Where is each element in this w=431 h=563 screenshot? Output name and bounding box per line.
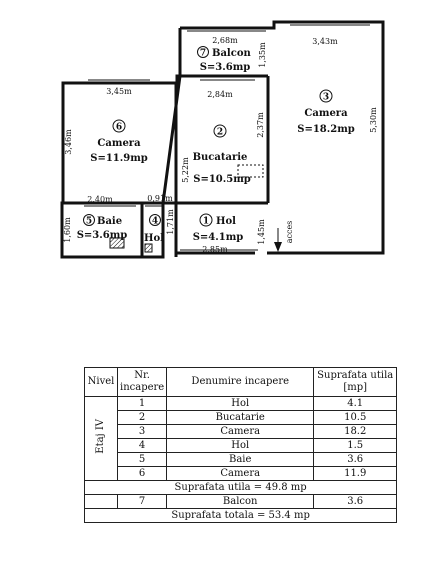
table-row: Etaj IV 1 Hol 4.1 [84, 396, 398, 481]
room-6-camera: 6 Camera S=11.9mp [90, 119, 148, 164]
table-header-row: Nivel Nr. incapere Denumire incapere Sup… [84, 367, 398, 397]
row-denumire: Camera [166, 466, 315, 481]
room-4-hol: 4 Hol [144, 214, 164, 244]
table-row: 6 Camera 11.9 [85, 466, 398, 481]
row-suprafata: 4.1 [313, 396, 398, 411]
svg-text:3: 3 [323, 93, 329, 103]
dim-camera3-height: 5,30m [369, 107, 378, 133]
nivel-cell: Etaj IV [84, 396, 118, 481]
dim-camera6-height: 3,46m [64, 129, 73, 155]
room-3-camera: 3 Camera S=18.2mp [297, 89, 355, 135]
room-1-hol: 1 Hol S=4.1mp [193, 213, 244, 243]
entrance-arrow: acces [274, 221, 294, 252]
row-denumire: Baie [166, 452, 315, 467]
row-suprafata: 18.2 [313, 424, 398, 439]
row-nr: 2 [116, 410, 168, 425]
svg-text:S=3.6mp: S=3.6mp [77, 230, 128, 241]
row-suprafata: 3.6 [313, 452, 398, 467]
row-denumire: Balcon [166, 494, 315, 509]
dim-hol1-height: 1,45m [257, 219, 266, 245]
balcon-row: 7 Balcon 3.6 [84, 494, 398, 509]
room-area-table: Nivel Nr. incapere Denumire incapere Sup… [83, 367, 398, 523]
table-row: 2 Bucatarie 10.5 [85, 410, 398, 425]
table-row: 5 Baie 3.6 [85, 452, 398, 467]
dim-baie-height: 1,60m [63, 217, 72, 243]
suprafata-utila-total: Suprafata utila = 49.8 mp [83, 480, 398, 495]
dim-hol4-height: 1,71m [166, 209, 175, 235]
row-nr: 5 [116, 452, 168, 467]
row-nr: 4 [116, 438, 168, 453]
row-nr: 6 [116, 466, 168, 481]
row-denumire: Bucatarie [166, 410, 315, 425]
dim-balcon-height: 1,35m [258, 42, 267, 68]
header-nr-incapere: Nr. incapere [116, 367, 168, 397]
walls [60, 20, 385, 259]
svg-text:Baie: Baie [97, 216, 122, 227]
row-nr: 1 [116, 396, 168, 411]
dim-balcon-width: 2,68m [212, 36, 238, 45]
row-denumire: Hol [166, 396, 315, 411]
room-2-bucatarie: 2 Bucatarie S=10.5mp [193, 124, 251, 185]
dim-bucatarie-height1: 2,37m [256, 112, 265, 138]
row-denumire: Hol [166, 438, 315, 453]
svg-text:Camera: Camera [304, 108, 348, 119]
svg-text:5: 5 [86, 217, 92, 227]
svg-text:Hol: Hol [144, 233, 164, 244]
row-suprafata: 1.5 [313, 438, 398, 453]
svg-text:S=10.5mp: S=10.5mp [193, 174, 251, 185]
table-row: 3 Camera 18.2 [85, 424, 398, 439]
header-suprafata: Suprafata utila [mp] [313, 367, 398, 397]
row-denumire: Camera [166, 424, 315, 439]
svg-text:acces: acces [285, 221, 294, 244]
suprafata-totala-total: Suprafata totala = 53.4 mp [83, 508, 398, 523]
svg-text:2: 2 [217, 128, 223, 138]
dim-bucatarie-height2: 5,22m [181, 157, 190, 183]
svg-text:Camera: Camera [97, 138, 141, 149]
dim-baie-width: 2,40m [87, 195, 113, 204]
dim-camera3-width: 3,43m [312, 37, 338, 46]
table-row: 4 Hol 1.5 [85, 438, 398, 453]
svg-text:Balcon: Balcon [212, 48, 251, 59]
svg-text:6: 6 [116, 123, 122, 133]
dim-bucatarie-width: 2,84m [207, 90, 233, 99]
room-7-balcon: 7 Balcon S=3.6mp [197, 46, 251, 73]
svg-text:S=3.6mp: S=3.6mp [200, 62, 251, 73]
blank-cell [84, 494, 118, 509]
floor-plan: acces 2,68m 1,35m 3,43m 5,30m 3,45m 3,46… [60, 20, 385, 259]
nivel-value: Etaj IV [95, 419, 106, 454]
header-denumire: Denumire incapere [166, 367, 315, 397]
svg-text:Hol: Hol [216, 216, 236, 227]
row-nr: 3 [116, 424, 168, 439]
svg-text:7: 7 [200, 49, 206, 59]
row-nr: 7 [116, 494, 168, 509]
suprafata-utila-row: Suprafata utila = 49.8 mp [83, 480, 398, 495]
row-suprafata: 11.9 [313, 466, 398, 481]
svg-text:S=11.9mp: S=11.9mp [90, 153, 148, 164]
svg-text:S=18.2mp: S=18.2mp [297, 124, 355, 135]
svg-text:S=4.1mp: S=4.1mp [193, 232, 244, 243]
dim-hol4-width: 0,91m [147, 194, 173, 203]
bath-fixture [109, 237, 125, 249]
dim-camera6-width: 3,45m [106, 87, 132, 96]
suprafata-totala-row: Suprafata totala = 53.4 mp [83, 508, 398, 523]
header-nivel: Nivel [84, 367, 118, 397]
svg-text:4: 4 [152, 217, 158, 227]
room-5-baie: 5 Baie S=3.6mp [77, 214, 128, 241]
dim-hol1-width: 2,85m [202, 245, 228, 254]
svg-text:Bucatarie: Bucatarie [193, 152, 248, 163]
row-suprafata: 10.5 [313, 410, 398, 425]
svg-text:1: 1 [203, 217, 209, 227]
row-suprafata: 3.6 [313, 494, 398, 509]
